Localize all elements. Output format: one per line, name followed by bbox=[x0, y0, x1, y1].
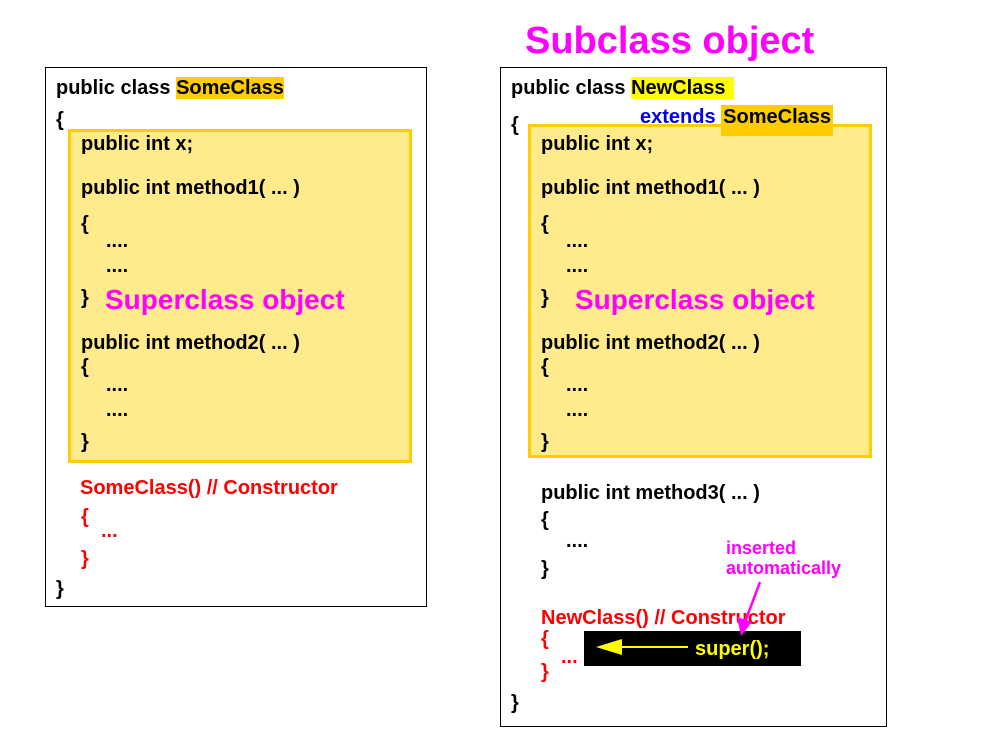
right-method1: public int method1( ... ) bbox=[541, 177, 760, 199]
left-method1: public int method1( ... ) bbox=[81, 177, 300, 199]
right-extends-line: extends SomeClass bbox=[640, 105, 833, 136]
right-field: public int x; bbox=[541, 133, 654, 155]
right-class-header: public class NewClass bbox=[511, 76, 734, 100]
right-m1-body2: .... bbox=[566, 255, 589, 277]
title: Subclass object bbox=[525, 20, 815, 62]
left-m2-body2: .... bbox=[106, 399, 129, 421]
note-inserted: inserted bbox=[726, 538, 797, 558]
left-m1-open: { bbox=[81, 213, 89, 235]
right-method2: public int method2( ... ) bbox=[541, 332, 760, 354]
right-m2-open: { bbox=[541, 356, 549, 378]
left-close-brace: } bbox=[56, 578, 64, 600]
right-m1-open: { bbox=[541, 213, 549, 235]
left-ctor-open: { bbox=[81, 506, 89, 528]
left-class-header: public class SomeClass bbox=[56, 76, 284, 100]
left-m2-body1: .... bbox=[106, 374, 129, 396]
right-m2-close: } bbox=[541, 431, 549, 453]
extends-keyword: extends bbox=[640, 106, 716, 128]
right-method3: public int method3( ... ) bbox=[541, 482, 760, 504]
extends-class-name: SomeClass bbox=[721, 105, 833, 136]
left-constructor: SomeClass() // Constructor bbox=[80, 477, 338, 499]
right-m3-open: { bbox=[541, 509, 549, 531]
right-ctor-open: { bbox=[541, 628, 549, 650]
right-m2-body2: .... bbox=[566, 399, 589, 421]
left-class-name: SomeClass bbox=[176, 77, 284, 99]
left-m2-open: { bbox=[81, 356, 89, 378]
super-call-text: super(); bbox=[695, 638, 770, 660]
left-superclass-label: Superclass object bbox=[105, 284, 345, 315]
left-header-prefix: public class bbox=[56, 77, 177, 99]
right-open-brace: { bbox=[511, 114, 519, 136]
right-constructor: NewClass() // Constructor bbox=[541, 607, 786, 629]
left-m1-close: } bbox=[81, 287, 89, 309]
right-class-name: NewClass bbox=[631, 77, 734, 99]
note-automatically: automatically bbox=[726, 558, 842, 578]
left-m2-close: } bbox=[81, 431, 89, 453]
right-m3-close: } bbox=[541, 558, 549, 580]
left-m1-body2: .... bbox=[106, 255, 129, 277]
left-method2: public int method2( ... ) bbox=[81, 332, 300, 354]
left-m1-body1: .... bbox=[106, 230, 129, 252]
right-m1-body1: .... bbox=[566, 230, 589, 252]
right-superclass-label: Superclass object bbox=[575, 284, 815, 315]
left-ctor-close: } bbox=[81, 548, 89, 570]
right-ctor-close: } bbox=[541, 661, 549, 683]
left-field: public int x; bbox=[81, 133, 194, 155]
right-superclass-region bbox=[528, 124, 872, 458]
right-close-brace: } bbox=[511, 692, 519, 714]
right-header-prefix: public class bbox=[511, 77, 632, 99]
right-m3-body: .... bbox=[566, 530, 589, 552]
left-ctor-body: ... bbox=[101, 520, 118, 542]
right-m1-close: } bbox=[541, 287, 549, 309]
right-ctor-body: ... bbox=[561, 646, 578, 668]
left-superclass-region bbox=[68, 129, 412, 463]
right-m2-body1: .... bbox=[566, 374, 589, 396]
left-open-brace: { bbox=[56, 109, 64, 131]
